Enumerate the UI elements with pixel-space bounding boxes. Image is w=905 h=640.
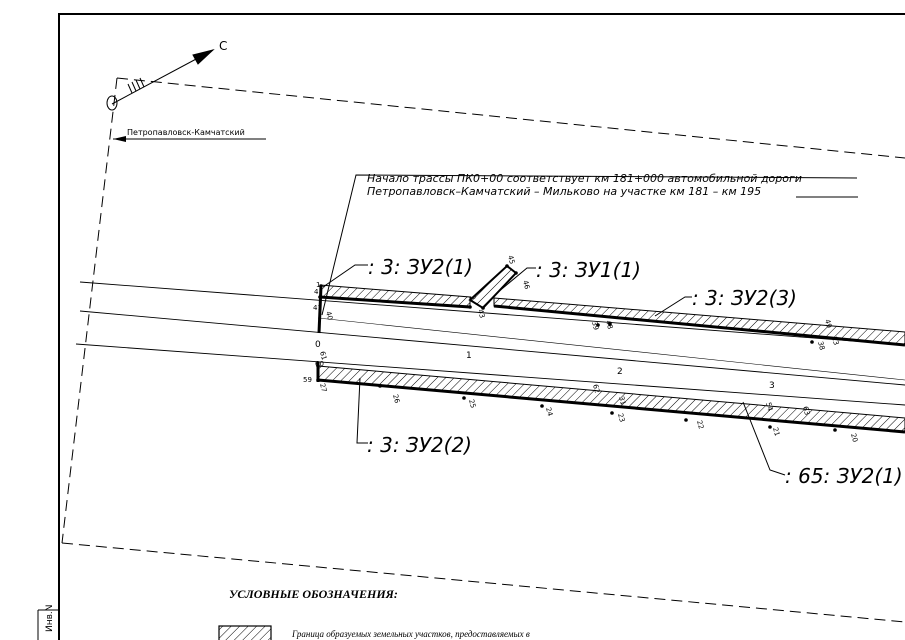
svg-text:23: 23 (616, 412, 626, 423)
svg-text:61: 61 (318, 350, 328, 361)
route-note-line1: Начало трассы ПК0+00 соответствует км 18… (367, 172, 802, 185)
parcel-zu2-1-area (319, 284, 471, 309)
svg-text:43: 43 (476, 308, 486, 319)
svg-text:49: 49 (823, 318, 833, 329)
svg-text:27: 27 (318, 382, 328, 393)
svg-text:38: 38 (816, 340, 826, 351)
parcel-labels: : 3: ЗУ2(1) : 3: ЗУ1(1) : 3: ЗУ2(3) : 3:… (367, 255, 903, 488)
svg-text:4: 4 (314, 288, 319, 296)
svg-text:31: 31 (617, 395, 627, 406)
legend-hatch-swatch (218, 625, 272, 640)
road-lines (75, 281, 905, 406)
svg-text:60: 60 (315, 360, 324, 368)
svg-text:1: 1 (316, 281, 320, 289)
label-zu2-1: : 3: ЗУ2(1) (368, 255, 473, 279)
legend-item-1: Граница образуемых земельных участков, п… (291, 629, 530, 639)
sheet-frame (37, 13, 905, 640)
legend-title: УСЛОВНЫЕ ОБОЗНАЧЕНИЯ: (229, 587, 398, 601)
svg-text:45: 45 (506, 254, 516, 265)
city-direction-arrow: Петропавловск-Камчатский (113, 128, 266, 142)
svg-text:20: 20 (849, 432, 859, 443)
svg-text:24: 24 (544, 406, 554, 417)
north-arrow-icon: С (106, 39, 227, 111)
svg-text:62: 62 (591, 383, 601, 394)
label-zu1-1: : 3: ЗУ1(1) (536, 258, 641, 282)
svg-text:2: 2 (468, 294, 477, 300)
legend: УСЛОВНЫЕ ОБОЗНАЧЕНИЯ: Граница образуемых… (218, 587, 530, 640)
svg-text:39: 39 (590, 320, 600, 331)
label-zu2-1-65: : 65: ЗУ2(1) (785, 464, 903, 488)
route-note-line2: Петропавловск–Камчатский – Мильково на у… (367, 185, 761, 198)
picket-2: 2 (617, 367, 623, 377)
svg-text:46: 46 (521, 279, 531, 290)
picket-0: 0 (315, 340, 321, 350)
svg-text:26: 26 (391, 393, 401, 404)
boundary-points (316, 264, 837, 432)
svg-text:48: 48 (604, 319, 614, 330)
label-zu2-2: : 3: ЗУ2(2) (367, 433, 472, 457)
svg-text:41: 41 (313, 304, 322, 312)
svg-text:54: 54 (764, 401, 774, 412)
svg-text:25: 25 (467, 398, 477, 409)
svg-text:С: С (219, 39, 227, 53)
picket-1: 1 (466, 351, 472, 361)
svg-text:59: 59 (303, 376, 312, 384)
picket-labels: 0 1 2 3 (315, 340, 775, 391)
route-note: Начало трассы ПК0+00 соответствует км 18… (367, 172, 858, 198)
leader-lines (321, 174, 858, 476)
svg-text:22: 22 (695, 419, 705, 430)
point-numbers: 1 4 41 40 2 43 45 46 39 48 49 38 13 61 6… (303, 254, 859, 443)
side-stamp: Инв.N (45, 604, 55, 632)
svg-text:63: 63 (801, 405, 811, 416)
parcel-zu2-2-area (317, 365, 905, 434)
parcel-zu2-3-area (493, 297, 905, 347)
city-label: Петропавловск-Камчатский (127, 128, 245, 137)
svg-text:40: 40 (324, 310, 334, 321)
svg-text:21: 21 (771, 426, 781, 437)
label-zu2-3: : 3: ЗУ2(3) (692, 286, 797, 310)
svg-text:Инв.N: Инв.N (45, 604, 55, 632)
svg-text:13: 13 (830, 335, 840, 346)
survey-boundary (61, 77, 905, 623)
picket-3: 3 (769, 381, 775, 391)
